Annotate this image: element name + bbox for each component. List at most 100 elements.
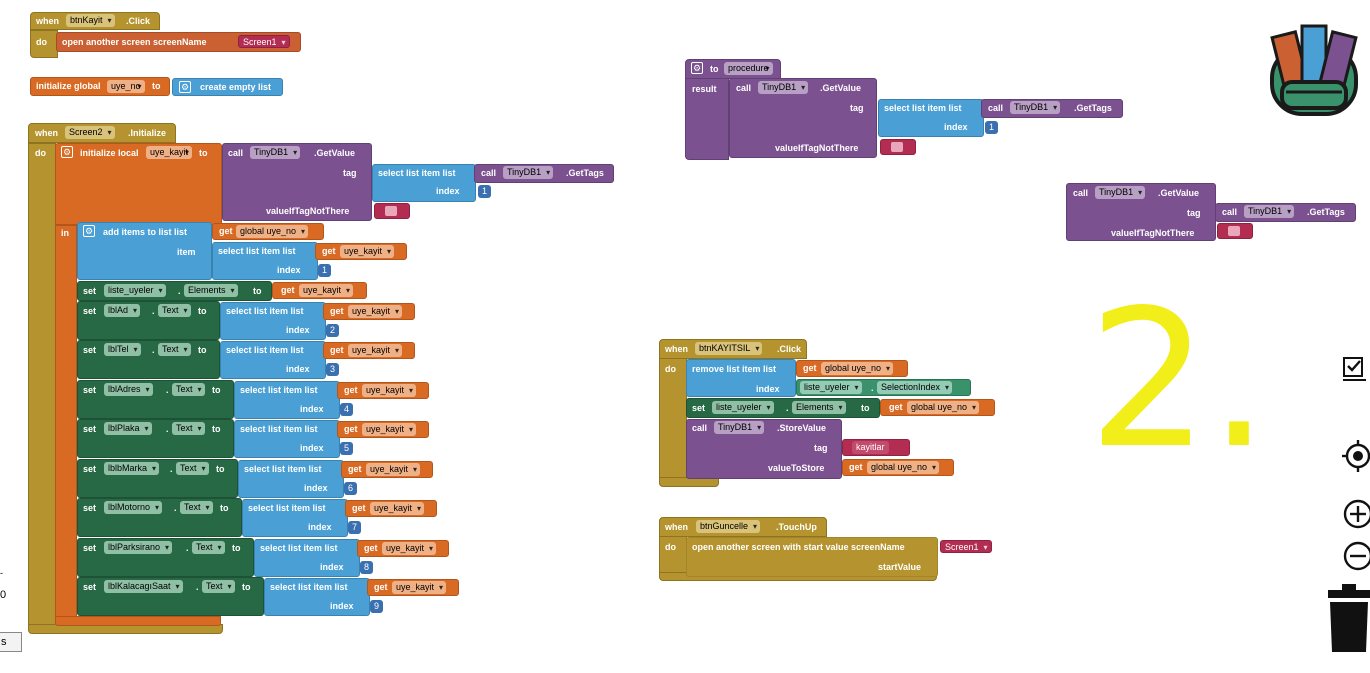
gear-icon[interactable]: ⚙ bbox=[179, 81, 191, 93]
select-list-item-block[interactable] bbox=[242, 499, 348, 537]
component-dropdown[interactable]: Screen2 bbox=[65, 126, 115, 139]
component-dropdown[interactable]: lblMotorno bbox=[104, 501, 163, 514]
tinydb-dropdown[interactable]: TinyDB1 bbox=[714, 421, 765, 434]
gear-icon[interactable]: ⚙ bbox=[83, 225, 95, 237]
property-dropdown[interactable]: Text bbox=[192, 541, 225, 554]
index-number[interactable]: 7 bbox=[348, 521, 362, 534]
local-name-field[interactable]: uye_kayit bbox=[146, 146, 193, 159]
gear-icon[interactable]: ⚙ bbox=[61, 146, 73, 158]
edge-button[interactable]: s bbox=[0, 632, 22, 652]
variable-dropdown[interactable]: uye_kayit bbox=[362, 384, 417, 397]
component-dropdown[interactable]: lblbMarka bbox=[104, 462, 160, 475]
variable-dropdown[interactable]: global uye_no bbox=[867, 461, 940, 474]
screen-dropdown[interactable]: Screen1 bbox=[940, 540, 992, 554]
text-value[interactable] bbox=[1228, 226, 1240, 236]
component-dropdown[interactable]: btnGuncelle bbox=[696, 520, 761, 533]
zoom-in-icon[interactable] bbox=[1338, 498, 1370, 530]
variable-dropdown[interactable]: uye_kayit bbox=[348, 344, 403, 357]
variable-dropdown[interactable]: uye_kayit bbox=[348, 305, 403, 318]
set-property-block[interactable] bbox=[77, 380, 234, 419]
component-dropdown[interactable]: btnKayit bbox=[66, 14, 115, 27]
component-dropdown[interactable]: btnKAYITSIL bbox=[695, 342, 763, 355]
property-dropdown[interactable]: Elements bbox=[792, 401, 846, 414]
index-number[interactable]: 8 bbox=[360, 561, 374, 574]
tinydb-storevalue-block[interactable] bbox=[686, 419, 842, 479]
set-property-block[interactable] bbox=[77, 340, 220, 379]
variable-dropdown[interactable]: global uye_no bbox=[236, 225, 309, 238]
target-icon[interactable] bbox=[1338, 440, 1370, 472]
text-value[interactable] bbox=[385, 206, 397, 216]
variable-dropdown[interactable]: uye_kayit bbox=[299, 284, 354, 297]
text-value[interactable] bbox=[891, 142, 903, 152]
zoom-out-icon[interactable] bbox=[1338, 540, 1370, 572]
global-name-field[interactable]: uye_no bbox=[107, 80, 145, 93]
component-dropdown[interactable]: lblParksirano bbox=[104, 541, 173, 554]
component-dropdown[interactable]: liste_uyeler bbox=[800, 381, 862, 394]
property-dropdown[interactable]: Text bbox=[172, 383, 205, 396]
set-property-block[interactable] bbox=[77, 301, 220, 340]
index-number[interactable]: 2 bbox=[326, 324, 340, 337]
select-list-item-block[interactable] bbox=[254, 539, 360, 577]
checkbox-icon[interactable] bbox=[1342, 355, 1370, 383]
index-number[interactable]: 1 bbox=[478, 185, 492, 198]
property-dropdown[interactable]: Text bbox=[158, 343, 191, 356]
open-screen-start-value-block[interactable] bbox=[686, 537, 938, 577]
select-list-item-block[interactable] bbox=[878, 99, 984, 137]
select-list-item-block[interactable] bbox=[372, 164, 476, 202]
component-dropdown[interactable]: liste_uyeler bbox=[712, 401, 774, 414]
index-number[interactable]: 1 bbox=[985, 121, 999, 134]
remove-list-item-block[interactable] bbox=[686, 359, 796, 397]
index-number[interactable]: 3 bbox=[326, 363, 340, 376]
procedure-name-field[interactable]: procedure bbox=[724, 62, 773, 75]
tinydb-dropdown[interactable]: TinyDB1 bbox=[1244, 205, 1295, 218]
component-dropdown[interactable]: lblAd bbox=[104, 304, 141, 317]
component-dropdown[interactable]: lblTel bbox=[104, 343, 141, 356]
create-empty-list-block[interactable] bbox=[172, 78, 283, 96]
index-number[interactable]: 9 bbox=[370, 600, 384, 613]
variable-dropdown[interactable]: uye_kayit bbox=[382, 542, 437, 555]
select-list-item-block[interactable] bbox=[220, 302, 326, 340]
trash-icon[interactable] bbox=[1326, 582, 1370, 654]
variable-dropdown[interactable]: uye_kayit bbox=[392, 581, 447, 594]
select-list-item-block[interactable] bbox=[234, 381, 340, 419]
add-items-block[interactable] bbox=[77, 222, 212, 280]
variable-dropdown[interactable]: global uye_no bbox=[907, 401, 980, 414]
component-dropdown[interactable]: liste_uyeler bbox=[104, 284, 166, 297]
index-number[interactable]: 1 bbox=[318, 264, 332, 277]
variable-dropdown[interactable]: uye_kayit bbox=[366, 463, 421, 476]
variable-dropdown[interactable]: uye_kayit bbox=[370, 502, 425, 515]
property-dropdown[interactable]: Text bbox=[176, 462, 209, 475]
tinydb-dropdown[interactable]: TinyDB1 bbox=[250, 146, 301, 159]
backpack-icon[interactable] bbox=[1264, 20, 1364, 124]
select-list-item-block[interactable] bbox=[238, 460, 344, 498]
component-dropdown[interactable]: lblPlaka bbox=[104, 422, 152, 435]
select-list-item-label: select list item list bbox=[218, 246, 296, 256]
select-list-item-block[interactable] bbox=[234, 420, 340, 458]
index-number[interactable]: 5 bbox=[340, 442, 354, 455]
screen-dropdown[interactable]: Screen1 bbox=[238, 35, 290, 49]
property-dropdown[interactable]: Text bbox=[172, 422, 205, 435]
variable-dropdown[interactable]: uye_kayit bbox=[340, 245, 395, 258]
property-dropdown[interactable]: Text bbox=[202, 580, 235, 593]
index-number[interactable]: 4 bbox=[340, 403, 354, 416]
set-property-block[interactable] bbox=[77, 419, 234, 458]
select-list-item-block[interactable] bbox=[264, 578, 370, 616]
variable-dropdown[interactable]: global uye_no bbox=[821, 362, 894, 375]
index-number[interactable]: 6 bbox=[344, 482, 358, 495]
tinydb-dropdown[interactable]: TinyDB1 bbox=[503, 166, 554, 179]
property-dropdown[interactable]: Text bbox=[158, 304, 191, 317]
tinydb-dropdown[interactable]: TinyDB1 bbox=[758, 81, 809, 94]
tinydb-dropdown[interactable]: TinyDB1 bbox=[1010, 101, 1061, 114]
component-dropdown[interactable]: lblKalacagıSaat bbox=[104, 580, 183, 593]
property-dropdown[interactable]: SelectionIndex bbox=[877, 381, 953, 394]
event-name: .TouchUp bbox=[776, 522, 817, 532]
select-list-item-block[interactable] bbox=[212, 242, 318, 280]
gear-icon[interactable]: ⚙ bbox=[691, 62, 703, 74]
variable-dropdown[interactable]: uye_kayit bbox=[362, 423, 417, 436]
component-dropdown[interactable]: lblAdres bbox=[104, 383, 153, 396]
select-list-item-block[interactable] bbox=[220, 341, 326, 379]
property-dropdown[interactable]: Text bbox=[180, 501, 213, 514]
property-dropdown[interactable]: Elements bbox=[184, 284, 238, 297]
tinydb-dropdown[interactable]: TinyDB1 bbox=[1095, 186, 1146, 199]
text-value[interactable]: kayitlar bbox=[852, 441, 889, 454]
